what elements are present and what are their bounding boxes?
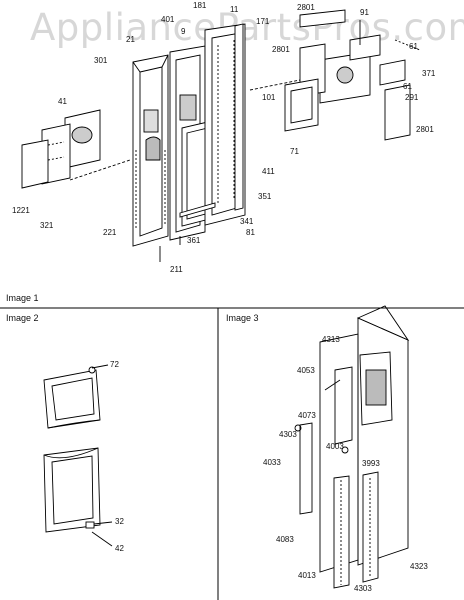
ice-dispenser-assembly: [249, 9, 421, 141]
bottom-trim: [179, 202, 216, 218]
callout-21: 21: [126, 35, 135, 44]
callout-2801b: 2801: [272, 45, 290, 54]
callout-3993: 3993: [362, 459, 380, 468]
callout-4013: 4013: [298, 571, 316, 580]
callout-171: 171: [256, 17, 270, 26]
callout-4303: 4303: [279, 430, 297, 439]
callout-9: 9: [181, 27, 186, 36]
callout-2801: 2801: [297, 3, 315, 12]
dispenser-housing: [21, 109, 131, 189]
trim-strip: [234, 23, 244, 211]
callout-4313: 4313: [322, 335, 340, 344]
image3-caption: Image 3: [226, 313, 259, 323]
callout-61b: 61: [403, 82, 412, 91]
image2-caption: Image 2: [6, 313, 39, 323]
callout-181: 181: [193, 1, 207, 10]
callout-61: 61: [409, 42, 418, 51]
image2-door-frame: [43, 364, 113, 547]
callout-4003: 4003: [326, 442, 344, 451]
callout-1221: 1221: [12, 206, 30, 215]
callout-72: 72: [110, 360, 119, 369]
callout-371: 371: [422, 69, 436, 78]
callout-4323: 4323: [410, 562, 428, 571]
callout-4053: 4053: [297, 366, 315, 375]
callout-91: 91: [360, 8, 369, 17]
callout-341: 341: [240, 217, 254, 226]
image3-cabinet: [294, 305, 410, 589]
callout-41: 41: [58, 97, 67, 106]
image1-caption: Image 1: [6, 293, 39, 303]
callout-411: 411: [262, 167, 275, 176]
callout-71: 71: [290, 147, 299, 156]
callout-4303b: 4303: [354, 584, 372, 593]
callout-291: 291: [405, 93, 419, 102]
callout-361: 361: [187, 236, 201, 245]
callout-351: 351: [258, 192, 272, 201]
callout-211: 211: [170, 265, 183, 274]
callout-301: 301: [94, 56, 108, 65]
callout-42: 42: [115, 544, 124, 553]
door-frame-left: [132, 54, 169, 247]
watermark: AppliancePartsPros.com: [30, 6, 464, 49]
callout-32: 32: [115, 517, 124, 526]
callout-4033: 4033: [263, 458, 281, 467]
callout-221: 221: [103, 228, 117, 237]
callout-4073: 4073: [298, 411, 316, 420]
callout-2801c: 2801: [416, 125, 434, 134]
callout-11: 11: [230, 5, 239, 14]
callout-81: 81: [246, 228, 255, 237]
callout-401: 401: [161, 15, 175, 24]
callout-101: 101: [262, 93, 276, 102]
callout-321: 321: [40, 221, 54, 230]
callout-4083: 4083: [276, 535, 294, 544]
